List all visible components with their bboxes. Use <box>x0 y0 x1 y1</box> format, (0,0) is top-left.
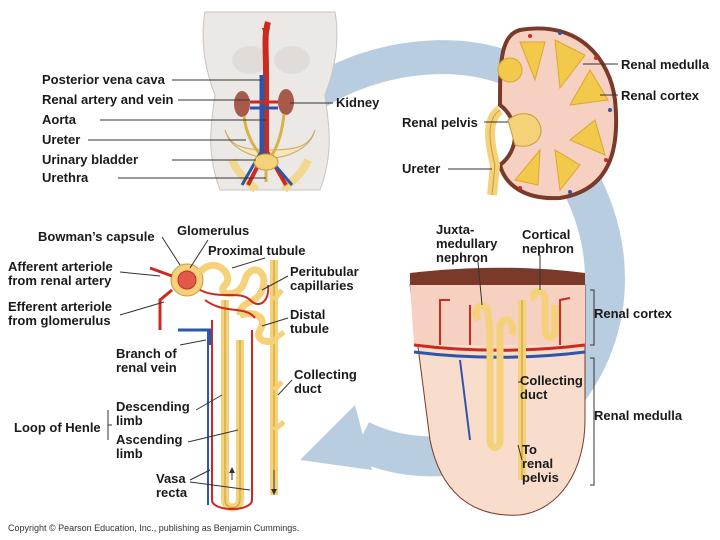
label-proximal-tubule: Proximal tubule <box>208 243 306 258</box>
label-peritubular-line2: capillaries <box>290 278 354 293</box>
label-ascending-line2: limb <box>116 446 143 461</box>
label-cortical-line1: Cortical <box>522 227 571 242</box>
label-loop-of-henle: Loop of Henle <box>14 420 101 435</box>
label-posterior-vena-cava: Posterior vena cava <box>42 72 165 87</box>
label-branch-line2: renal vein <box>116 360 177 375</box>
label-efferent-line1: Efferent arteriole <box>8 299 113 314</box>
label-vasa-line2: recta <box>156 485 188 500</box>
label-ureter: Ureter <box>42 132 81 147</box>
label-efferent-arteriole: Efferent arteriole from glomerulus <box>8 300 112 328</box>
label-juxta-line3: nephron <box>436 250 488 265</box>
label-descending-limb: Descending limb <box>116 400 190 428</box>
label-branch-of-renal-vein: Branch of renal vein <box>116 347 177 375</box>
label-renal-medulla-section: Renal medulla <box>594 408 683 423</box>
body-illustration <box>202 11 338 193</box>
label-pelvis-line3: pelvis <box>522 470 559 485</box>
label-bowmans-capsule: Bowman’s capsule <box>38 229 155 244</box>
label-section-collecting-line1: Collecting <box>520 373 583 388</box>
label-ureter-kidney: Ureter <box>402 161 441 176</box>
kidney-cross-section <box>485 26 619 201</box>
label-section-collecting-line2: duct <box>520 387 548 402</box>
label-afferent-line1: Afferent arteriole <box>8 259 113 274</box>
label-cortical-line2: nephron <box>522 241 574 256</box>
label-collecting-duct-nephron: Collecting duct <box>294 368 357 396</box>
label-collecting-duct-section: Collecting duct <box>520 374 583 402</box>
label-juxta-line1: Juxta- <box>436 222 475 237</box>
label-branch-line1: Branch of <box>116 346 177 361</box>
label-pelvis-line1: To <box>522 442 537 457</box>
label-distal-line2: tubule <box>290 321 329 336</box>
label-cortical-nephron: Cortical nephron <box>522 228 574 256</box>
label-efferent-line2: from glomerulus <box>8 313 111 328</box>
body-leader-lines <box>88 79 333 179</box>
label-afferent-arteriole: Afferent arteriole from renal artery <box>8 260 113 288</box>
renal-section <box>409 267 586 516</box>
label-afferent-line2: from renal artery <box>8 273 112 288</box>
label-pelvis-line2: renal <box>522 456 554 471</box>
copyright-notice: Copyright © Pearson Education, Inc., pub… <box>8 523 300 533</box>
label-vasa-recta: Vasa recta <box>156 472 187 500</box>
label-descending-line1: Descending <box>116 399 190 414</box>
label-renal-artery-and-vein: Renal artery and vein <box>42 92 174 107</box>
section-leader-lines <box>477 255 595 486</box>
label-renal-cortex-section: Renal cortex <box>594 306 673 321</box>
label-peritubular-line1: Peritubular <box>290 264 359 279</box>
label-vasa-line1: Vasa <box>156 471 186 486</box>
label-urinary-bladder: Urinary bladder <box>42 152 139 167</box>
label-renal-cortex-kidney: Renal cortex <box>621 88 700 103</box>
label-collecting-line1: Collecting <box>294 367 357 382</box>
label-renal-pelvis: Renal pelvis <box>402 115 478 130</box>
nephron-leader-lines <box>107 236 293 491</box>
label-ascending-line1: Ascending <box>116 432 183 447</box>
kidney-leader-lines <box>448 63 618 170</box>
label-glomerulus: Glomerulus <box>177 223 250 238</box>
label-descending-line2: limb <box>116 413 143 428</box>
label-renal-medulla-kidney: Renal medulla <box>621 57 710 72</box>
label-urethra: Urethra <box>42 170 89 185</box>
nephron-illustration <box>149 260 286 512</box>
label-juxtamedullary-nephron: Juxta- medullary nephron <box>436 223 497 265</box>
label-distal-tubule: Distal tubule <box>290 308 329 336</box>
label-kidney: Kidney <box>336 95 380 110</box>
label-ascending-limb: Ascending limb <box>116 433 182 461</box>
label-peritubular-capillaries: Peritubular capillaries <box>290 265 359 293</box>
label-distal-line1: Distal <box>290 307 326 322</box>
label-to-renal-pelvis: To renal pelvis <box>522 443 559 485</box>
label-aorta: Aorta <box>42 112 76 127</box>
label-juxta-line2: medullary <box>436 236 498 251</box>
label-collecting-line2: duct <box>294 381 322 396</box>
